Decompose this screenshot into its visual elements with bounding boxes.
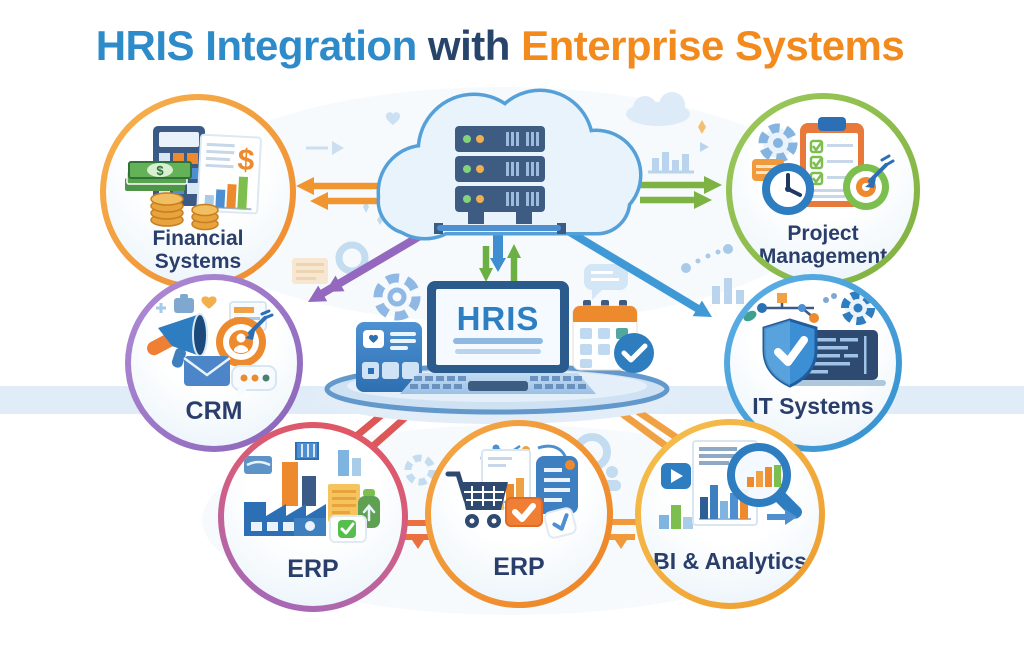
node-label: ERP xyxy=(287,555,339,583)
node-label: CRM xyxy=(185,397,243,425)
bi-analytics-icons xyxy=(659,440,802,529)
node-it-systems: IT Systems xyxy=(724,274,902,452)
gear-icon xyxy=(758,123,798,163)
svg-text:$: $ xyxy=(237,143,256,177)
hr-card-icon xyxy=(356,322,422,392)
customer-target-icon xyxy=(216,309,274,367)
arrow-icon xyxy=(767,509,797,525)
title-segment-enterprise: Enterprise Systems xyxy=(521,22,905,69)
crate-icon xyxy=(295,442,319,460)
star-icon xyxy=(698,120,706,134)
node-project-management: Project Management xyxy=(726,93,920,287)
page-title: HRIS Integration with Enterprise Systems xyxy=(0,22,1000,70)
line-erp-center-bi xyxy=(608,519,637,549)
server-rack-icon xyxy=(434,126,566,234)
document-lines-icon xyxy=(292,258,328,284)
bar-icon xyxy=(338,450,349,476)
financial-systems-icons: $ $ xyxy=(125,126,262,231)
gear-icon xyxy=(373,273,421,321)
financial-report-icon: $ xyxy=(196,133,262,215)
node-erp-center: ERP xyxy=(425,420,613,608)
arrow-cloud-financial xyxy=(296,177,382,210)
crm-icons xyxy=(147,294,277,398)
heart-icon xyxy=(201,296,217,309)
play-button-icon xyxy=(661,463,691,489)
briefcase-icon xyxy=(174,294,194,313)
node-label: Project Management xyxy=(758,222,888,268)
erp-center-icons xyxy=(445,444,578,539)
chat-bubble-icon xyxy=(231,365,277,398)
cloud-icon xyxy=(626,92,690,126)
bar-icon xyxy=(352,458,361,476)
chimney-bar-icon xyxy=(282,462,298,506)
node-label: IT Systems xyxy=(752,393,874,419)
plus-icon xyxy=(156,303,166,313)
check-circle-icon xyxy=(614,333,654,373)
it-systems-icons xyxy=(743,291,886,388)
title-segment-with: with xyxy=(416,22,522,69)
check-box-icon xyxy=(505,497,543,527)
clipboard-icon xyxy=(536,456,578,514)
erp-left-icons xyxy=(244,442,380,543)
arrow-cloud-project xyxy=(640,176,722,209)
bar-icon xyxy=(302,476,316,506)
node-label: BI & Analytics xyxy=(653,548,807,574)
node-bi-analytics: BI & Analytics xyxy=(635,419,825,609)
node-label: Financial Systems xyxy=(152,227,244,273)
node-label: ERP xyxy=(493,553,545,581)
check-tag-icon xyxy=(543,507,577,539)
document-icon xyxy=(328,484,360,522)
mini-bars-icon xyxy=(659,505,693,529)
shopping-cart-icon xyxy=(445,471,508,528)
gear-icon xyxy=(404,454,436,486)
play-arrow-icon xyxy=(306,141,344,155)
svg-text:$: $ xyxy=(156,163,164,178)
heart-icon xyxy=(385,112,401,125)
bars-icon xyxy=(712,278,744,304)
coins-icon xyxy=(150,192,219,231)
money-bills-icon: $ xyxy=(125,161,192,191)
clock-icon xyxy=(762,163,814,215)
title-segment-hris: HRIS Integration xyxy=(95,22,418,69)
check-card-icon xyxy=(329,515,367,543)
magnifier-icon xyxy=(727,443,802,519)
shield-check-icon xyxy=(762,318,818,388)
target-icon xyxy=(843,154,895,210)
project-management-icons xyxy=(752,117,895,215)
bar-chart-icon xyxy=(648,142,709,174)
code-terminal-icon xyxy=(786,330,886,386)
factory-icon xyxy=(244,502,326,536)
envelope-icon xyxy=(183,356,231,386)
donut-chart-icon xyxy=(335,241,369,275)
hris-screen-label: HRIS xyxy=(457,300,540,337)
gear-icon xyxy=(841,291,875,325)
card-icon xyxy=(244,456,272,474)
speech-bubble-icon xyxy=(584,264,628,300)
node-crm: CRM xyxy=(125,274,303,452)
arrow-cloud-it xyxy=(560,224,712,317)
node-financial-systems: $ $ xyxy=(100,94,296,290)
node-erp-left: ERP xyxy=(218,422,408,612)
hris-laptop: HRIS xyxy=(400,281,596,394)
megaphone-icon xyxy=(147,313,208,368)
dotted-path-icon xyxy=(681,244,733,273)
network-nodes-icon xyxy=(743,293,837,323)
